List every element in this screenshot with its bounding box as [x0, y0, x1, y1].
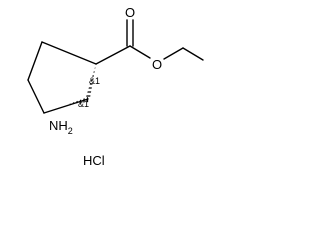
carbonyl-oxygen-label: O [125, 5, 135, 20]
amino-nh-text: NH [49, 118, 68, 133]
ring-bond [27, 79, 45, 114]
bond-ch2-to-ch3 [182, 47, 204, 61]
ester-group-bonds [95, 19, 204, 65]
ester-oxygen-label: O [152, 57, 162, 72]
bond-carbonyl-to-ester-oxygen [129, 45, 151, 59]
bond-ester-oxygen-to-ch2 [163, 47, 184, 60]
ring-bond [27, 41, 43, 81]
amino-subscript: 2 [68, 126, 73, 136]
bond-ring-to-carbonyl-carbon [95, 45, 131, 65]
ring-bond [41, 41, 97, 65]
stereo-label-amino-carbon: &1 [78, 99, 89, 109]
chemical-structure: O O &1 &1 NH2 HCl [27, 5, 204, 168]
stereo-label-ester-carbon: &1 [89, 76, 100, 86]
hydrochloride-salt-label: HCl [83, 153, 105, 168]
amino-group-label: NH2 [49, 118, 73, 136]
